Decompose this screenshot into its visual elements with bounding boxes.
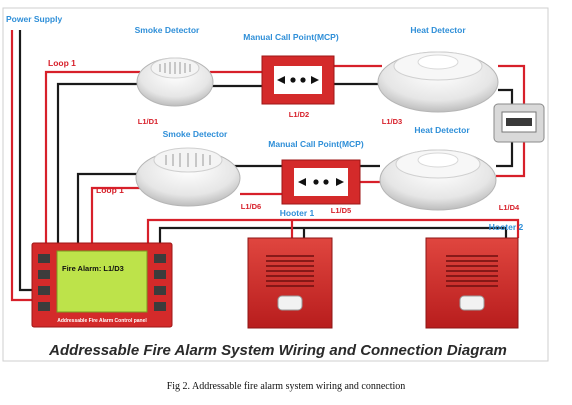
heat-detector-1-label: Heat Detector xyxy=(410,25,466,35)
panel-left-buttons xyxy=(38,254,50,311)
power-supply-label: Power Supply xyxy=(6,14,62,24)
heat-detector-2-label: Heat Detector xyxy=(414,125,470,135)
hooter-2-label: Hooter 2 xyxy=(489,222,524,232)
heat-detector-1-address: L1/D3 xyxy=(382,117,402,126)
manual-call-point-1 xyxy=(261,55,335,105)
hooter-2 xyxy=(425,237,519,329)
loop1-top-red-wire xyxy=(44,70,140,243)
loop1-bottom-black-wire xyxy=(76,172,140,243)
loop1-bottom-label: Loop 1 xyxy=(96,185,124,195)
figure-caption: Fig 2. Addressable fire alarm system wir… xyxy=(166,381,406,392)
loop1-top-label: Loop 1 xyxy=(48,58,76,68)
panel-right-buttons xyxy=(154,254,166,311)
hooter-wire-red xyxy=(146,218,520,243)
interface-module xyxy=(493,103,545,143)
smoke-detector-2-label: Smoke Detector xyxy=(163,129,228,139)
panel-screen xyxy=(56,250,148,313)
mcp-2-label: Manual Call Point(MCP) xyxy=(268,139,364,149)
wire-relay-hd2-black xyxy=(496,140,514,168)
smoke-detector-2 xyxy=(135,147,241,207)
mcp-2-address: L1/D5 xyxy=(331,206,351,215)
wiring xyxy=(10,30,526,302)
mcp-1-address: L1/D2 xyxy=(289,110,309,119)
wire-hd1-relay-red xyxy=(498,64,526,108)
smoke-detector-1-address: L1/D1 xyxy=(138,117,158,126)
hooter-wire-black xyxy=(158,226,508,243)
manual-call-point-2 xyxy=(281,159,361,205)
smoke-detector-2-address: L1/D6 xyxy=(241,202,261,211)
loop1-top-black-wire xyxy=(56,82,140,243)
mcp-1-label: Manual Call Point(MCP) xyxy=(243,32,339,42)
hooter-1 xyxy=(247,237,333,329)
diagram-title: Addressable Fire Alarm System Wiring and… xyxy=(48,342,507,359)
panel-screen-text: Fire Alarm: L1/D3 xyxy=(62,264,124,273)
loop1-bottom-red-wire xyxy=(90,186,140,243)
heat-detector-2-address: L1/D4 xyxy=(499,203,520,212)
heat-detector-2 xyxy=(379,149,497,211)
control-panel-name: Addressable Fire Alarm Control panel xyxy=(57,318,147,324)
hooter-1-label: Hooter 1 xyxy=(280,208,315,218)
smoke-detector-1-label: Smoke Detector xyxy=(135,25,200,35)
power-wire-red xyxy=(10,30,34,302)
power-wire-black xyxy=(18,30,34,292)
smoke-detector-1 xyxy=(136,57,214,107)
heat-detector-1 xyxy=(377,51,499,113)
wire-relay-hd2-red xyxy=(496,140,526,178)
control-panel: Fire Alarm: L1/D3 Addressable Fire Alarm… xyxy=(31,242,173,328)
wire-hd1-relay-black xyxy=(498,88,514,108)
